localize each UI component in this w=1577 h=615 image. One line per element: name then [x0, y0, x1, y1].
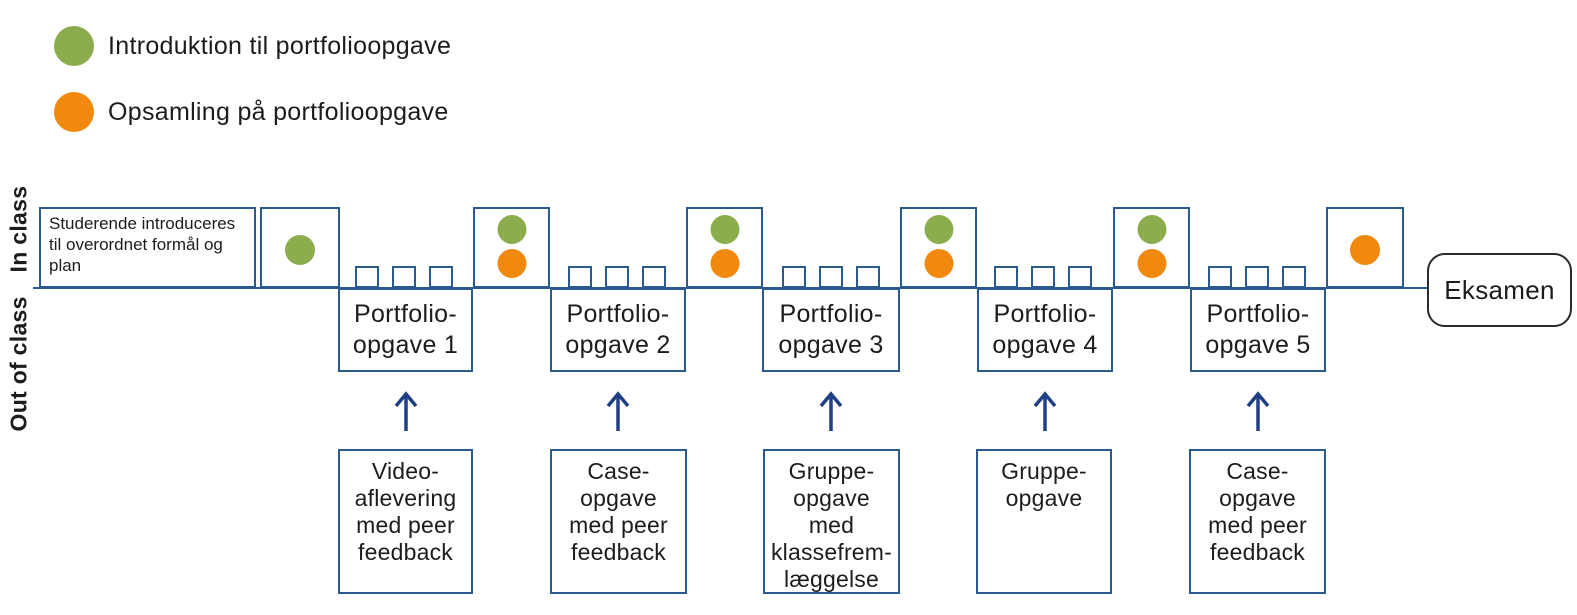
- exam-box: Eksamen: [1427, 253, 1572, 327]
- activity-box-label: Video- aflevering med peer feedback: [354, 458, 457, 565]
- activity-box-4: Gruppe- opgave: [976, 449, 1112, 594]
- portfolio-box-label: Portfolio- opgave 3: [778, 300, 884, 359]
- intro-box-text: Studerende introduceres til overordnet f…: [49, 214, 236, 275]
- work-tick: [1282, 266, 1306, 288]
- activity-box-1: Video- aflevering med peer feedback: [338, 449, 473, 594]
- intro-circle-icon: [1137, 215, 1166, 244]
- recap-circle-icon: [924, 249, 953, 278]
- work-tick: [782, 266, 806, 288]
- activity-box-label: Case- opgave med peer feedback: [569, 458, 668, 565]
- up-arrow-icon: [1033, 391, 1057, 431]
- work-tick: [429, 266, 453, 288]
- recap-marker-icon: [54, 92, 94, 132]
- portfolio-box-5: Portfolio- opgave 5: [1190, 288, 1326, 372]
- up-arrow-icon: [1246, 391, 1270, 431]
- intro-circle-icon: [710, 215, 739, 244]
- intro-marker-icon: [54, 26, 94, 66]
- intro-box: Studerende introduceres til overordnet f…: [39, 207, 256, 288]
- out-of-class-label: Out of class: [5, 296, 32, 432]
- intro-circle-icon: [497, 215, 526, 244]
- activity-box-3: Gruppe- opgave med klassefrem- læggelse: [763, 449, 900, 594]
- session-box-1: [473, 207, 550, 288]
- up-arrow-icon: [819, 391, 843, 431]
- recap-circle-icon: [497, 249, 526, 278]
- work-tick: [994, 266, 1018, 288]
- activity-box-label: Gruppe- opgave: [1001, 458, 1087, 511]
- intro-circle-icon: [285, 235, 315, 265]
- work-tick: [392, 266, 416, 288]
- work-tick: [355, 266, 379, 288]
- activity-box-label: Gruppe- opgave med klassefrem- læggelse: [770, 458, 893, 592]
- activity-box-label: Case- opgave med peer feedback: [1208, 458, 1307, 565]
- legend-label: Opsamling på portfolioopgave: [108, 97, 449, 126]
- recap-circle-icon: [1350, 235, 1380, 265]
- legend-label: Introduktion til portfolioopgave: [108, 31, 452, 60]
- portfolio-box-3: Portfolio- opgave 3: [762, 288, 900, 372]
- session-box-end: [1326, 207, 1404, 288]
- work-tick: [1208, 266, 1232, 288]
- work-tick: [642, 266, 666, 288]
- legend-item-recap: Opsamling på portfolioopgave: [54, 92, 449, 132]
- session-box-3: [900, 207, 977, 288]
- portfolio-box-1: Portfolio- opgave 1: [338, 288, 473, 372]
- portfolio-box-label: Portfolio- opgave 2: [565, 300, 671, 359]
- up-arrow-icon: [394, 391, 418, 431]
- work-tick: [1245, 266, 1269, 288]
- work-tick: [568, 266, 592, 288]
- intro-circle-icon: [924, 215, 953, 244]
- work-tick: [1068, 266, 1092, 288]
- portfolio-box-4: Portfolio- opgave 4: [977, 288, 1113, 372]
- session-box-4: [1113, 207, 1190, 288]
- session-box-2: [686, 207, 763, 288]
- exam-box-label: Eksamen: [1444, 274, 1555, 305]
- portfolio-box-2: Portfolio- opgave 2: [550, 288, 686, 372]
- recap-circle-icon: [710, 249, 739, 278]
- portfolio-box-label: Portfolio- opgave 4: [992, 300, 1098, 359]
- legend-item-introduction: Introduktion til portfolioopgave: [54, 26, 451, 66]
- activity-box-2: Case- opgave med peer feedback: [550, 449, 687, 594]
- activity-box-5: Case- opgave med peer feedback: [1189, 449, 1326, 594]
- session-box-start: [260, 207, 340, 288]
- work-tick: [819, 266, 843, 288]
- up-arrow-icon: [606, 391, 630, 431]
- recap-circle-icon: [1137, 249, 1166, 278]
- portfolio-box-label: Portfolio- opgave 1: [352, 300, 459, 359]
- portfolio-box-label: Portfolio- opgave 5: [1205, 300, 1311, 359]
- in-class-label: In class: [5, 185, 32, 273]
- timeline-line: [33, 287, 1427, 289]
- work-tick: [605, 266, 629, 288]
- work-tick: [856, 266, 880, 288]
- work-tick: [1031, 266, 1055, 288]
